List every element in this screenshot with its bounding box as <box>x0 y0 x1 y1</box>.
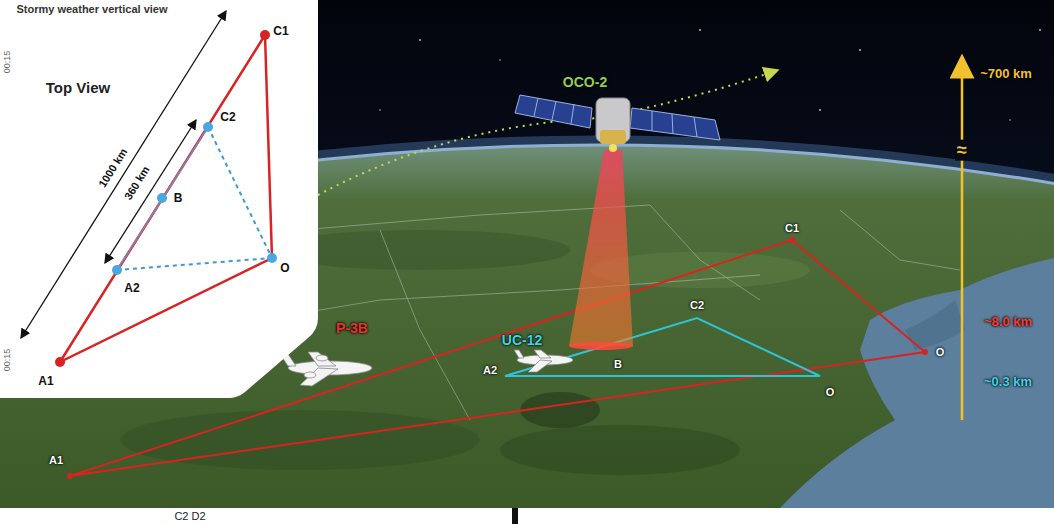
point-label: O <box>826 386 835 399</box>
satellite-name: OCO-2 <box>563 74 607 90</box>
point-label: C2 <box>690 299 704 312</box>
altitude-label: ~700 km <box>980 67 1032 82</box>
point-label: B <box>614 358 622 371</box>
point-label: O <box>936 346 945 359</box>
point-label: A2 <box>483 364 497 377</box>
aircraft-name: UC-12 <box>502 332 542 348</box>
point-label: C1 <box>785 222 799 235</box>
point-label: C2 <box>220 111 235 125</box>
cropped-heading: Stormy weather vertical view <box>16 3 167 16</box>
altitude-label: ~0.3 km <box>984 375 1032 390</box>
inset-title: Top View <box>46 79 110 96</box>
edge-fragment: 00:15 <box>2 349 12 372</box>
altitude-label: ~8.0 km <box>984 315 1032 330</box>
point-label: B <box>174 192 183 206</box>
point-label: A2 <box>124 282 139 296</box>
figure-fragment: C2 D2 <box>174 510 205 523</box>
point-label: A1 <box>38 375 53 389</box>
axis-break: ≈ <box>955 140 969 161</box>
point-label: O <box>280 262 289 276</box>
aircraft-name: P-3B <box>336 320 368 336</box>
point-label: C1 <box>273 25 288 39</box>
point-label: A1 <box>49 454 63 467</box>
edge-fragment: 00:15 <box>2 51 12 74</box>
